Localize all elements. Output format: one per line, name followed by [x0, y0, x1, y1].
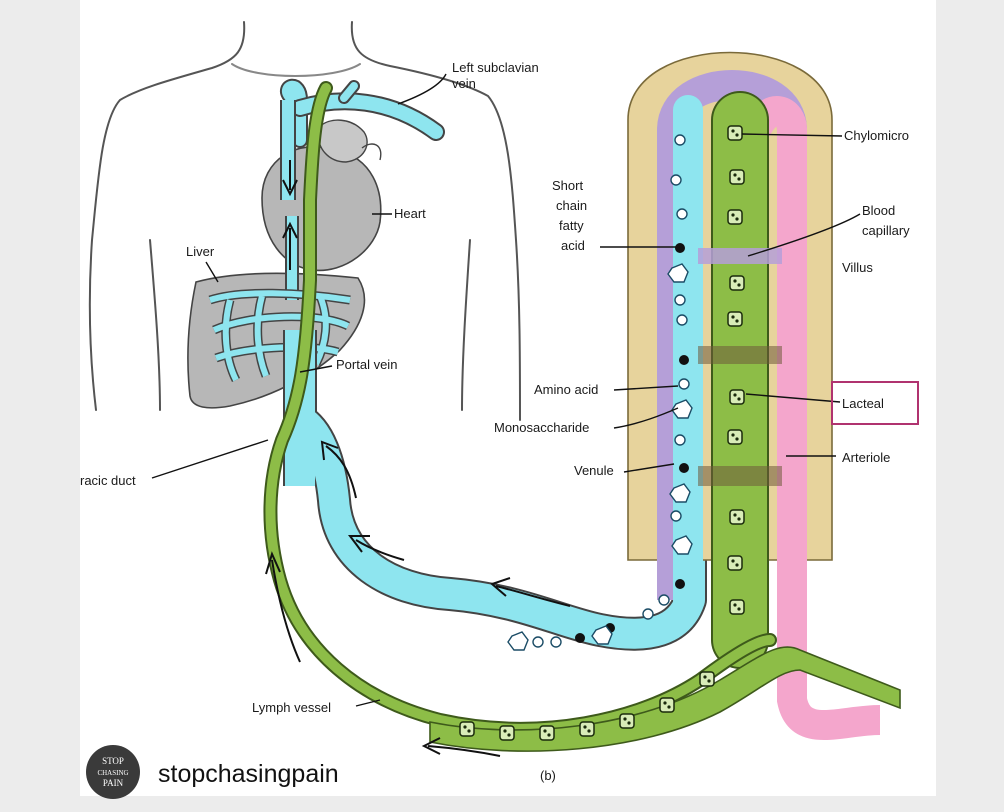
- label-venule: Venule: [574, 463, 614, 478]
- brand-handle: stopchasingpain: [158, 760, 339, 788]
- label-thoracic-duct: racic duct: [80, 473, 136, 488]
- label-short-chain-4: acid: [561, 238, 585, 253]
- label-left-subclavian: Left subclavian: [452, 60, 539, 75]
- label-portal-vein: Portal vein: [336, 357, 397, 372]
- torso-outline: [88, 21, 521, 421]
- label-villus: Villus: [842, 260, 873, 275]
- label-blood-capillary-1: Blood: [862, 203, 895, 218]
- label-short-chain-3: fatty: [559, 218, 584, 233]
- panel-tag: (b): [540, 768, 556, 783]
- label-monosaccharide: Monosaccharide: [494, 420, 589, 435]
- brand-watermark: STOP CHASING PAIN stopchasingpain: [86, 745, 339, 799]
- lacteal-highlight-box: [831, 381, 919, 425]
- brand-logo: [86, 745, 140, 799]
- label-arteriole: Arteriole: [842, 450, 890, 465]
- diagram-labels: Left subclavian vein Heart Liver Portal …: [80, 60, 919, 783]
- chylomicrons: [459, 125, 745, 741]
- svg-text:STOP: STOP: [102, 756, 124, 766]
- svg-text:CHASING: CHASING: [97, 769, 128, 777]
- nutrients: [507, 134, 693, 651]
- label-liver: Liver: [186, 244, 215, 259]
- label-lacteal: Lacteal: [842, 396, 884, 411]
- label-short-chain-2: chain: [556, 198, 587, 213]
- lymph-vessel: [263, 81, 901, 752]
- label-left-subclavian-2: vein: [452, 76, 476, 91]
- flow-arrows: [265, 160, 571, 757]
- label-chylomicron: Chylomicro: [844, 128, 909, 143]
- label-blood-capillary-2: capillary: [862, 223, 910, 238]
- label-short-chain-1: Short: [552, 178, 583, 193]
- label-heart: Heart: [394, 206, 426, 221]
- label-amino-acid: Amino acid: [534, 382, 598, 397]
- label-lymph-vessel: Lymph vessel: [252, 700, 331, 715]
- svg-text:PAIN: PAIN: [103, 778, 124, 788]
